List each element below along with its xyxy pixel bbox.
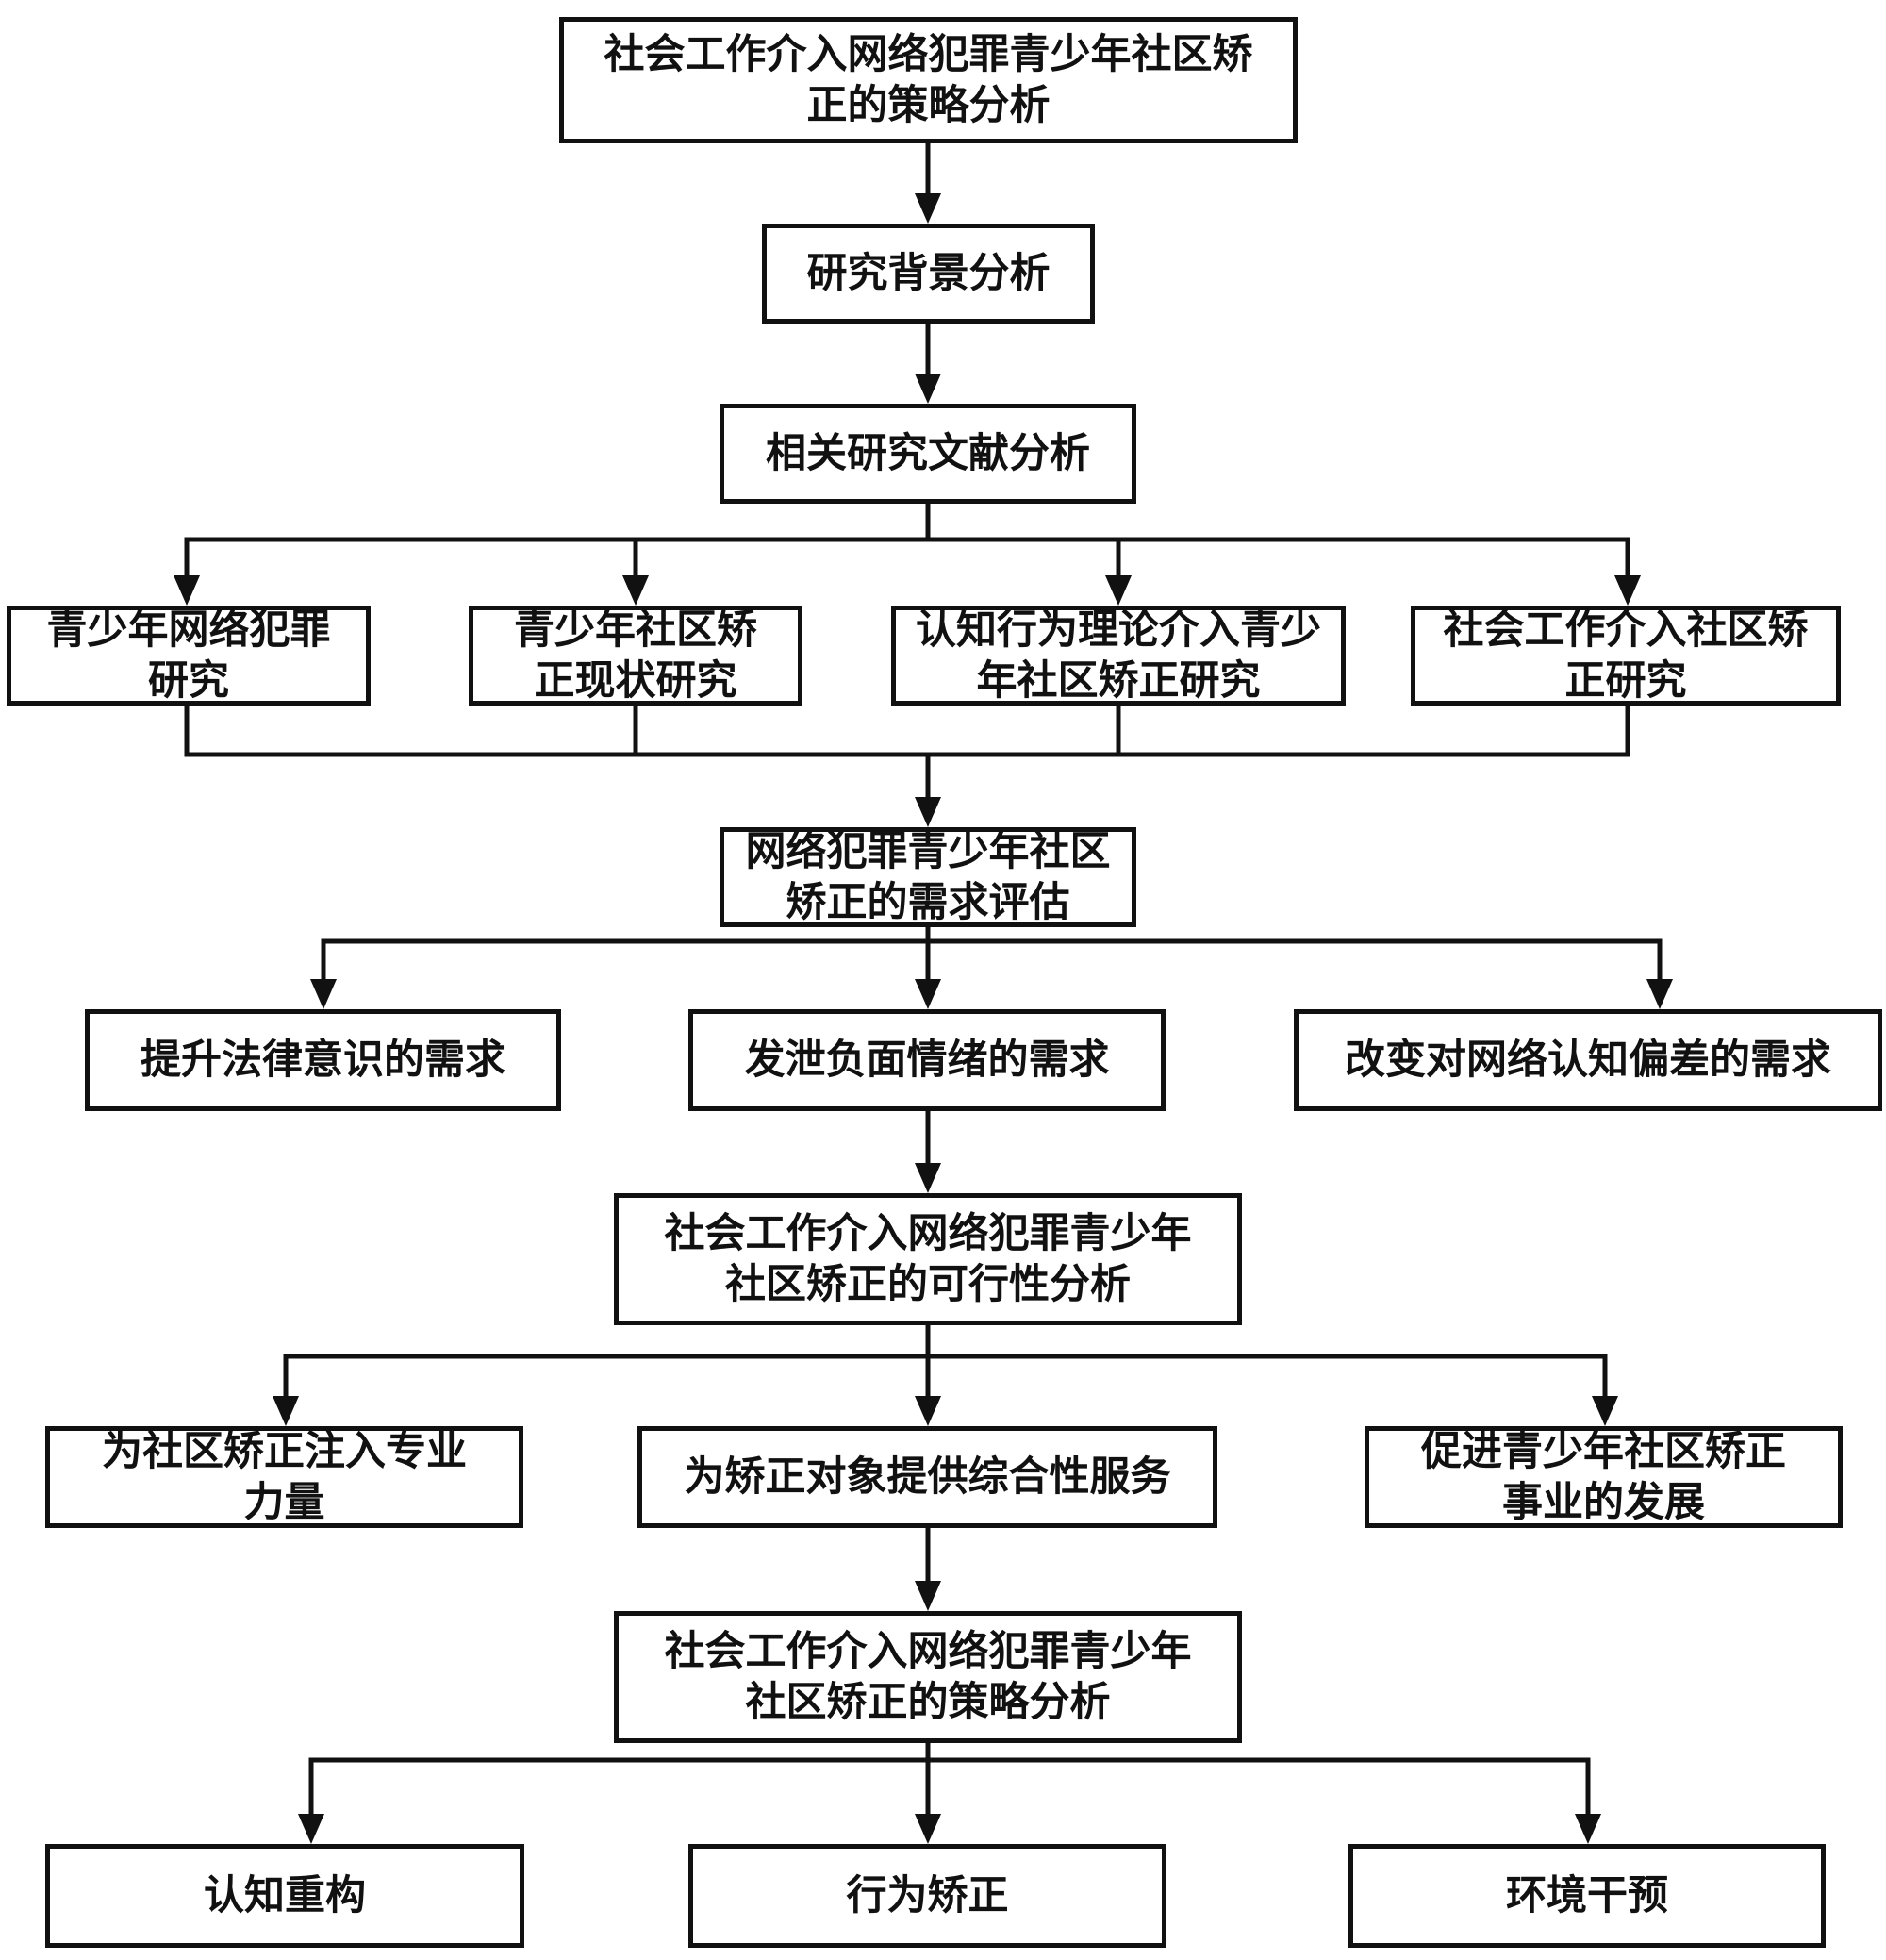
arrowhead bbox=[1575, 1814, 1601, 1844]
node-lit-3: 认知行为理论介入青少年社区矫正研究 bbox=[891, 606, 1346, 706]
node-strat-1: 认知重构 bbox=[45, 1844, 524, 1948]
node-feas-2: 为矫正对象提供综合性服务 bbox=[637, 1426, 1217, 1528]
arrowhead bbox=[915, 1581, 941, 1611]
arrowhead bbox=[915, 797, 941, 827]
node-feasibility: 社会工作介入网络犯罪青少年社区矫正的可行性分析 bbox=[614, 1193, 1242, 1325]
node-need-3: 改变对网络认知偏差的需求 bbox=[1294, 1009, 1882, 1111]
node-background: 研究背景分析 bbox=[762, 224, 1095, 324]
node-lit-2: 青少年社区矫正现状研究 bbox=[469, 606, 802, 706]
arrowhead bbox=[174, 575, 200, 606]
node-feas-1: 为社区矫正注入专业力量 bbox=[45, 1426, 523, 1528]
arrowhead bbox=[915, 1814, 941, 1844]
arrowhead bbox=[1105, 575, 1132, 606]
node-needs: 网络犯罪青少年社区矫正的需求评估 bbox=[720, 827, 1136, 927]
arrowhead bbox=[298, 1814, 324, 1844]
node-title: 社会工作介入网络犯罪青少年社区矫正的策略分析 bbox=[559, 17, 1298, 143]
arrowhead bbox=[273, 1396, 299, 1426]
arrowhead bbox=[915, 1163, 941, 1193]
node-strat-2: 行为矫正 bbox=[688, 1844, 1166, 1948]
node-need-2: 发泄负面情绪的需求 bbox=[688, 1009, 1166, 1111]
arrowhead bbox=[1646, 979, 1673, 1009]
node-need-1: 提升法律意识的需求 bbox=[85, 1009, 561, 1111]
arrowhead bbox=[310, 979, 337, 1009]
node-literature: 相关研究文献分析 bbox=[720, 404, 1136, 504]
node-lit-1: 青少年网络犯罪研究 bbox=[7, 606, 371, 706]
arrowhead bbox=[915, 1396, 941, 1426]
arrowhead bbox=[915, 193, 941, 224]
node-strategy: 社会工作介入网络犯罪青少年社区矫正的策略分析 bbox=[614, 1611, 1242, 1743]
node-strat-3: 环境干预 bbox=[1348, 1844, 1826, 1948]
arrowhead bbox=[1614, 575, 1641, 606]
node-lit-4: 社会工作介入社区矫正研究 bbox=[1411, 606, 1841, 706]
arrowhead bbox=[1592, 1396, 1618, 1426]
node-feas-3: 促进青少年社区矫正事业的发展 bbox=[1365, 1426, 1843, 1528]
arrowhead bbox=[622, 575, 649, 606]
arrowhead bbox=[915, 374, 941, 404]
arrowhead bbox=[915, 979, 941, 1009]
